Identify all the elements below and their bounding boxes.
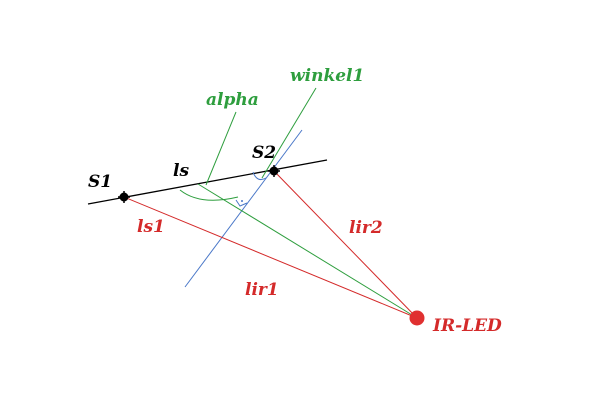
- label-s1: S1: [88, 172, 112, 192]
- label-ls: ls: [173, 161, 189, 181]
- right-angle-dot: [241, 200, 243, 202]
- line-ls-to-led: [197, 183, 418, 319]
- ir-led-point: [409, 310, 425, 326]
- alpha-pointer-line: [205, 111, 237, 186]
- label-ls1: ls1: [137, 217, 165, 237]
- sensor-s1-point: [118, 191, 130, 203]
- right-angle-marker: [235, 199, 248, 207]
- label-s2: S2: [252, 143, 276, 163]
- alpha-angle-arc: [179, 189, 239, 201]
- perpendicular-line: [184, 129, 303, 288]
- label-alpha: alpha: [206, 90, 259, 110]
- label-ir-led: IR-LED: [432, 316, 502, 336]
- sensor-s2-point: [268, 165, 280, 177]
- label-winkel1: winkel1: [290, 66, 364, 86]
- label-lir1: lir1: [245, 280, 279, 300]
- winkel1-angle-arc: [252, 171, 267, 180]
- label-lir2: lir2: [349, 218, 383, 238]
- line-lir1: [123, 196, 418, 319]
- winkel1-pointer-line: [261, 87, 317, 179]
- line-lir2: [273, 170, 418, 319]
